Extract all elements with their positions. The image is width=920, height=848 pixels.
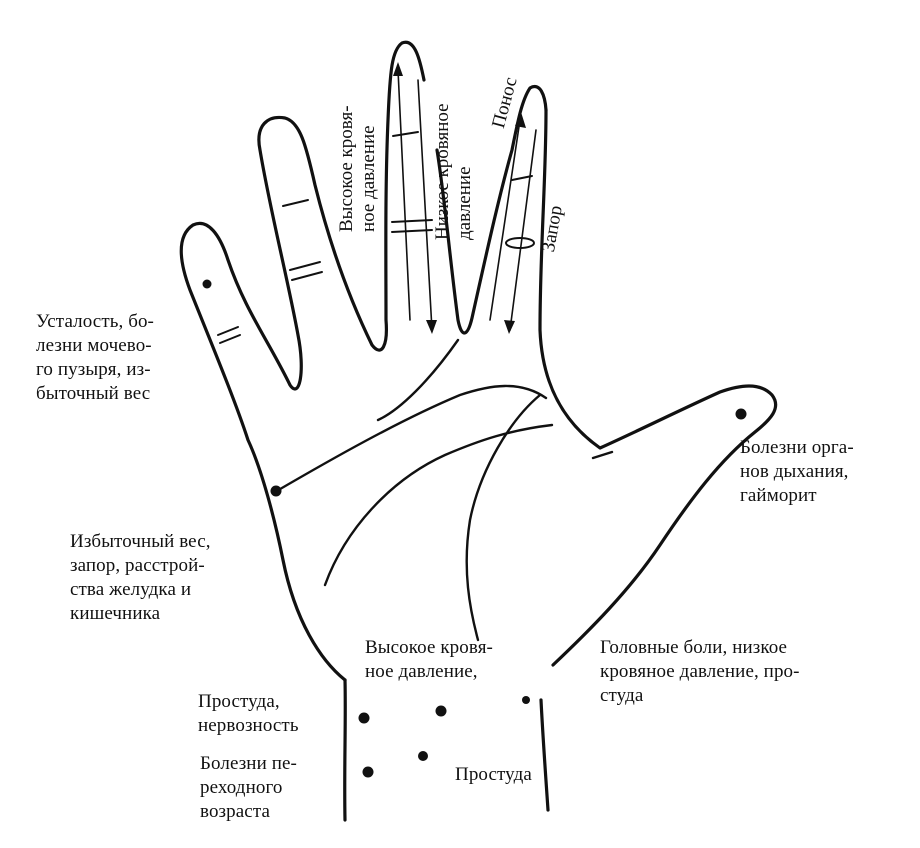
wrist-left-line [343,678,347,822]
crease [392,131,419,137]
arrow-line [417,79,433,331]
point-dot [735,408,747,420]
point-dot [358,712,370,724]
arrow-line [489,119,521,321]
head-line [376,338,460,422]
label-wrist-center: Высокое кровя- ное давление, [365,637,493,682]
heart-line [273,384,548,494]
crease [291,271,323,281]
crease [511,175,533,181]
arrowhead-up [515,112,526,128]
life-line [465,393,542,642]
arrowhead-up [393,62,403,76]
head-line-main [323,423,554,587]
ring-finger-outline [435,85,548,335]
crease [282,199,309,207]
crease [217,326,239,336]
label-ring-finger: Низкое кровяное давление [432,103,475,240]
label-middle-finger: Высокое кровя- ное давление [336,105,379,232]
crease [219,334,241,344]
label-wrist-left-bottom: Болезни пе- реходного возраста [200,753,297,822]
label-hand-edge: Избыточный вес, запор, расстрой- ства же… [70,531,211,624]
wrist-right-line [539,698,550,812]
point-dot [202,279,212,289]
label-wrist-right: Головные боли, низкое кровяное давление,… [600,637,800,706]
crease-ellipse [505,237,535,249]
arrow-line [397,69,411,321]
point-dot [270,485,282,497]
fate-line [591,450,614,460]
crease [289,261,321,271]
arrow-line [509,129,537,331]
hand-outline [179,40,426,682]
label-pinky: Усталость, бо- лезни мочево- го пузыря, … [36,311,154,404]
label-wrist-bottom: Простуда [455,764,532,785]
label-thumb: Болезни орга- нов дыхания, гайморит [740,437,854,506]
thumb-side-outline [538,108,778,667]
arrowhead-down [504,320,515,334]
arrowhead-down [426,320,437,334]
crease [391,229,433,233]
label-wrist-left-top: Простуда, нервозность [198,691,299,736]
point-dot [362,766,374,778]
point-dot [418,751,428,761]
point-dot [522,696,530,704]
point-dot [435,705,447,717]
